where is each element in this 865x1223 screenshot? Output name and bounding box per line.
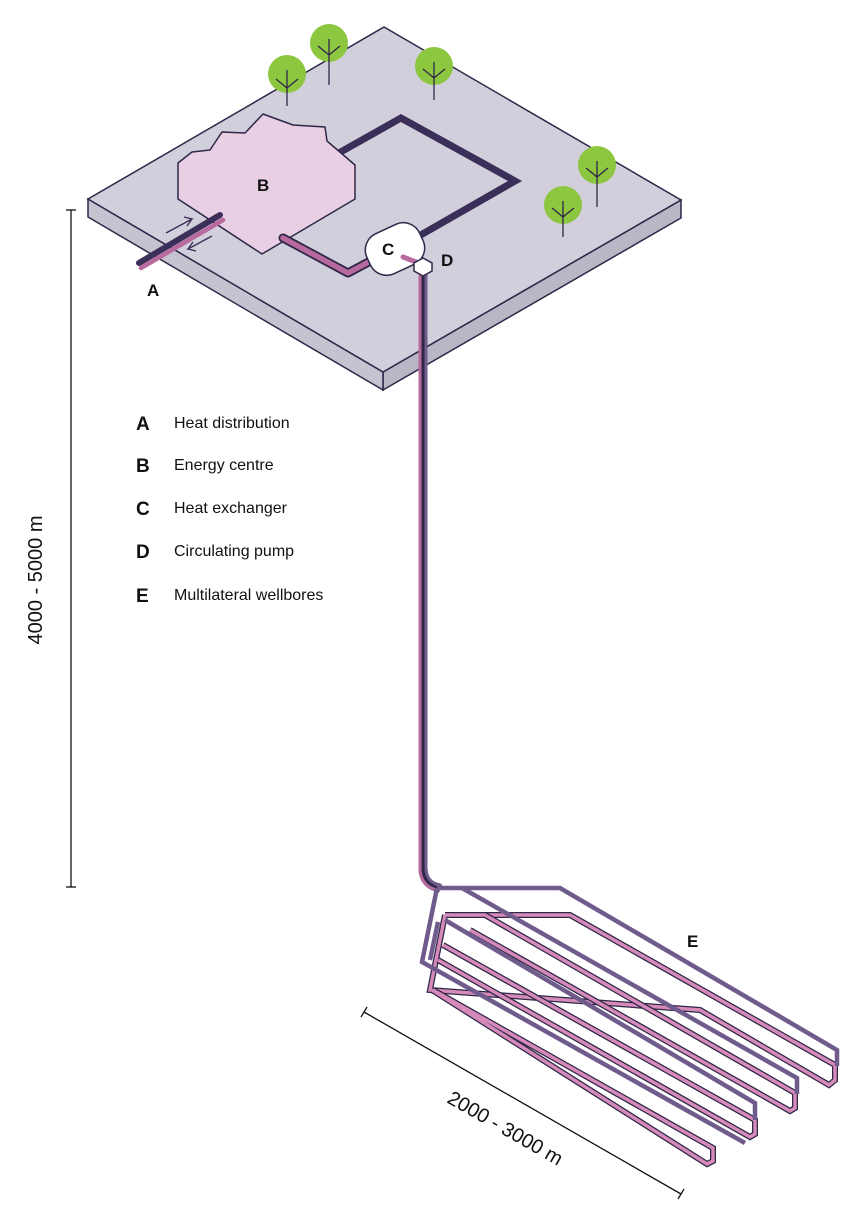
- legend-label: Heat exchanger: [174, 500, 288, 517]
- lateral-purple: [460, 886, 800, 1094]
- legend-key: D: [136, 542, 150, 563]
- legend: A Heat distribution B Energy centre C He…: [136, 414, 323, 607]
- callout-a: A: [147, 281, 159, 300]
- multilateral-wellbores: [419, 885, 840, 1168]
- legend-label: Energy centre: [174, 457, 274, 474]
- legend-key: E: [136, 586, 149, 607]
- tree-icon: [310, 24, 348, 85]
- callout-e: E: [687, 932, 698, 951]
- ground-plane: [86, 26, 683, 392]
- legend-key: C: [136, 499, 150, 520]
- lateral-purple: [419, 887, 747, 1145]
- legend-key: B: [136, 456, 150, 477]
- legend-key: A: [136, 414, 150, 435]
- tree-icon: [578, 146, 616, 207]
- lateral-purple: [437, 885, 840, 1066]
- heat-distribution-pipes: [136, 212, 226, 271]
- loop-pipe: [328, 113, 523, 244]
- legend-label: Circulating pump: [174, 543, 294, 560]
- tree-icon: [544, 186, 582, 237]
- depth-dimension: 4000 - 5000 m: [25, 209, 76, 888]
- tree-icon: [415, 47, 453, 100]
- arrow-icon: [165, 216, 194, 234]
- tree-icon: [268, 55, 306, 106]
- lateral-purple: [443, 918, 758, 1120]
- vertical-wellbore: [418, 272, 443, 893]
- circulating-pump: [413, 257, 433, 277]
- callout-c: C: [382, 240, 394, 259]
- legend-label: Heat distribution: [174, 415, 290, 432]
- lateral-label: 2000 - 3000 m: [444, 1087, 567, 1170]
- legend-label: Multilateral wellbores: [174, 587, 323, 604]
- depth-label: 4000 - 5000 m: [25, 516, 47, 645]
- lateral-purple: [427, 921, 441, 961]
- callout-b: B: [257, 176, 269, 195]
- trees: [268, 24, 616, 237]
- arrow-icon: [186, 235, 213, 252]
- callout-d: D: [441, 251, 453, 270]
